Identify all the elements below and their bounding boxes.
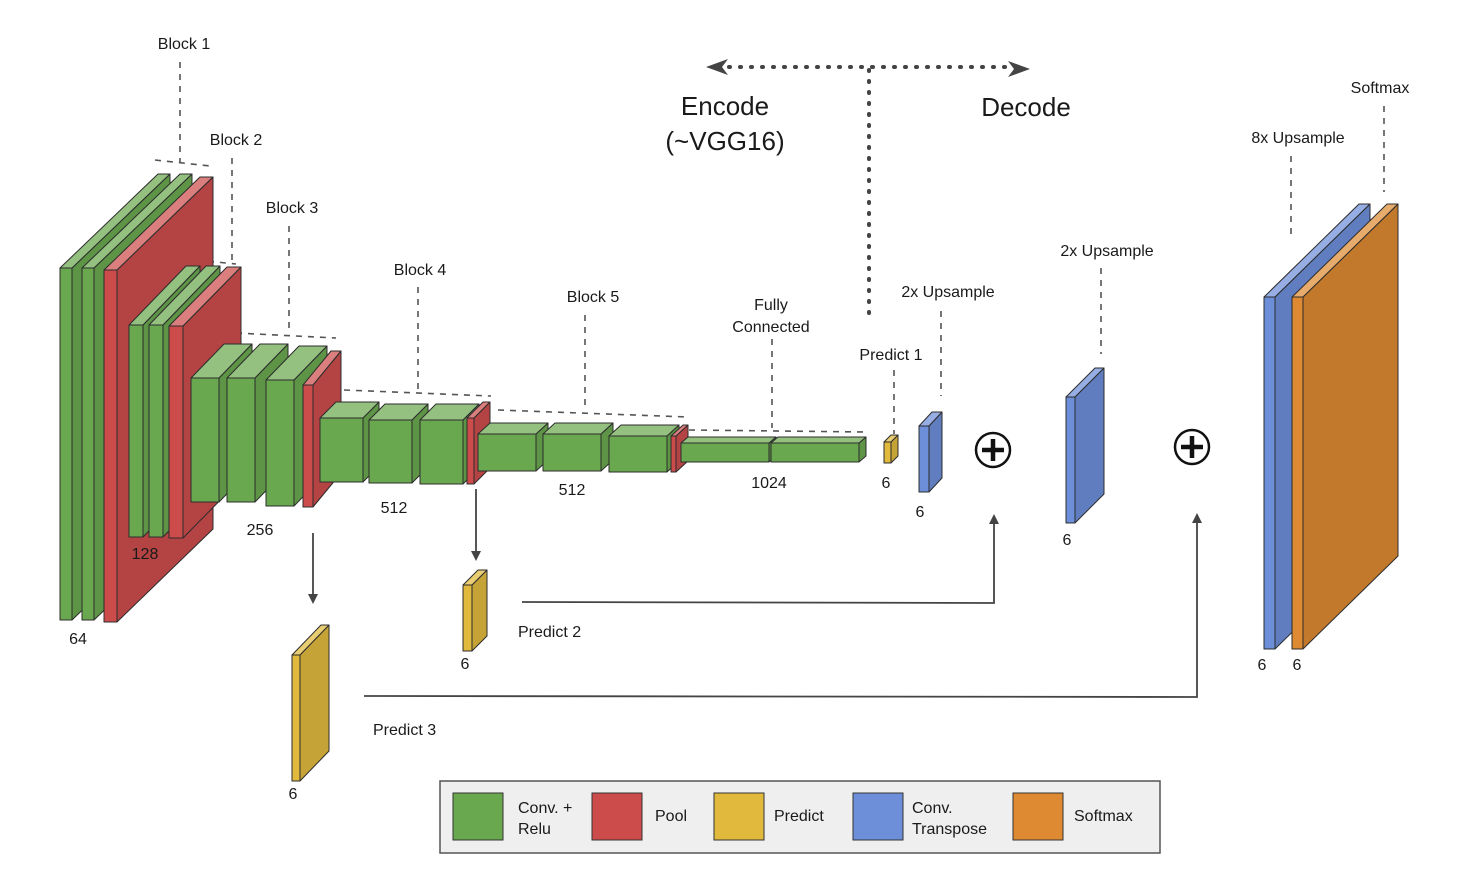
block5-pool-front — [670, 435, 677, 473]
fc-a-top — [680, 436, 777, 444]
block2-conv-b-front — [148, 324, 164, 538]
legend-transpose-line2: Transpose — [912, 821, 987, 838]
block5-conv-a-front — [477, 433, 537, 472]
upsample2x-label-a: 2x Upsample — [901, 284, 994, 301]
fc-b-front — [770, 442, 860, 463]
block3-conv-c-front — [265, 379, 295, 507]
block1-pool-front — [103, 269, 118, 623]
fc-label-line1: Fully — [754, 297, 788, 314]
size-predict3: 6 — [289, 786, 298, 803]
block3-conv-b-front — [226, 377, 256, 503]
legend-swatch-pool — [591, 792, 643, 841]
fc-label-line2: Connected — [732, 319, 809, 336]
size-block4: 512 — [381, 500, 408, 517]
block4-conv-b-front — [368, 419, 413, 484]
block2-conv-a-front — [128, 324, 144, 538]
block2-pool-front — [168, 325, 184, 539]
legend: Conv. + Relu Pool Predict Conv. Transpos… — [439, 780, 1161, 854]
legend-softmax: Softmax — [1074, 808, 1133, 825]
decode-heading: Decode — [981, 92, 1071, 122]
block5-conv-b-front — [542, 433, 602, 472]
sum-node-2 — [1173, 428, 1211, 466]
final-softmax-block-front — [1291, 296, 1304, 650]
final-upsample-block-front — [1263, 296, 1276, 650]
block3-label: Block 3 — [266, 200, 319, 217]
legend-conv-line2: Relu — [518, 821, 551, 838]
legend-transpose-line1: Conv. — [912, 800, 953, 817]
block5-label: Block 5 — [567, 289, 620, 306]
block5-conv-c-top — [608, 424, 680, 437]
size-predict1: 6 — [882, 475, 891, 492]
upsample1-block-front — [918, 425, 930, 493]
fc-b-top — [770, 436, 867, 444]
size-block2: 128 — [132, 546, 159, 563]
block3-pool-front — [302, 384, 314, 508]
predict2-label: Predict 2 — [518, 624, 581, 641]
size-upsample1: 6 — [916, 504, 925, 521]
legend-swatch-conv — [452, 792, 504, 841]
size-upsample2: 6 — [1063, 532, 1072, 549]
upsample2x-label-b: 2x Upsample — [1060, 243, 1153, 260]
size-fc: 1024 — [751, 475, 787, 492]
block1-label: Block 1 — [158, 36, 211, 53]
block5-conv-a-top — [477, 422, 549, 435]
legend-swatch-predict — [713, 792, 765, 841]
block4-conv-a-front — [319, 417, 364, 483]
block1-conv-a-front — [59, 267, 73, 621]
predict3-label: Predict 3 — [373, 722, 436, 739]
block4-conv-c-front — [419, 419, 464, 485]
block2-label: Block 2 — [210, 132, 263, 149]
fc-a-front — [680, 442, 770, 463]
legend-swatch-softmax — [1012, 792, 1064, 841]
upsample2-block-front — [1065, 396, 1076, 524]
encode-heading: Encode — [681, 91, 769, 121]
block4-label: Block 4 — [394, 262, 447, 279]
block5-conv-b-top — [542, 422, 614, 435]
block1-conv-b-front — [81, 267, 95, 621]
connector-lines — [154, 59, 1385, 698]
legend-conv-line1: Conv. + — [518, 800, 572, 817]
network-layers — [59, 173, 1399, 782]
upsample8x-label: 8x Upsample — [1251, 130, 1344, 147]
size-block3: 256 — [247, 522, 274, 539]
legend-pool: Pool — [655, 808, 687, 825]
size-final-softmax: 6 — [1293, 657, 1302, 674]
legend-swatch-transpose — [852, 792, 904, 841]
sum-node-1 — [974, 431, 1012, 469]
legend-predict: Predict — [774, 808, 824, 825]
size-final-upsample: 6 — [1258, 657, 1267, 674]
softmax-label: Softmax — [1351, 80, 1410, 97]
size-predict2: 6 — [461, 656, 470, 673]
encode-subheading: (~VGG16) — [665, 126, 784, 156]
block4-pool-front — [466, 417, 475, 485]
predict1-block-front — [883, 441, 892, 464]
predict1-label: Predict 1 — [859, 347, 922, 364]
block5-conv-c-front — [608, 435, 668, 473]
predict3-block-front — [291, 654, 301, 782]
block3-conv-a-front — [190, 377, 220, 503]
size-block1: 64 — [69, 631, 87, 648]
size-block5: 512 — [559, 482, 586, 499]
predict2-block-front — [462, 584, 473, 652]
